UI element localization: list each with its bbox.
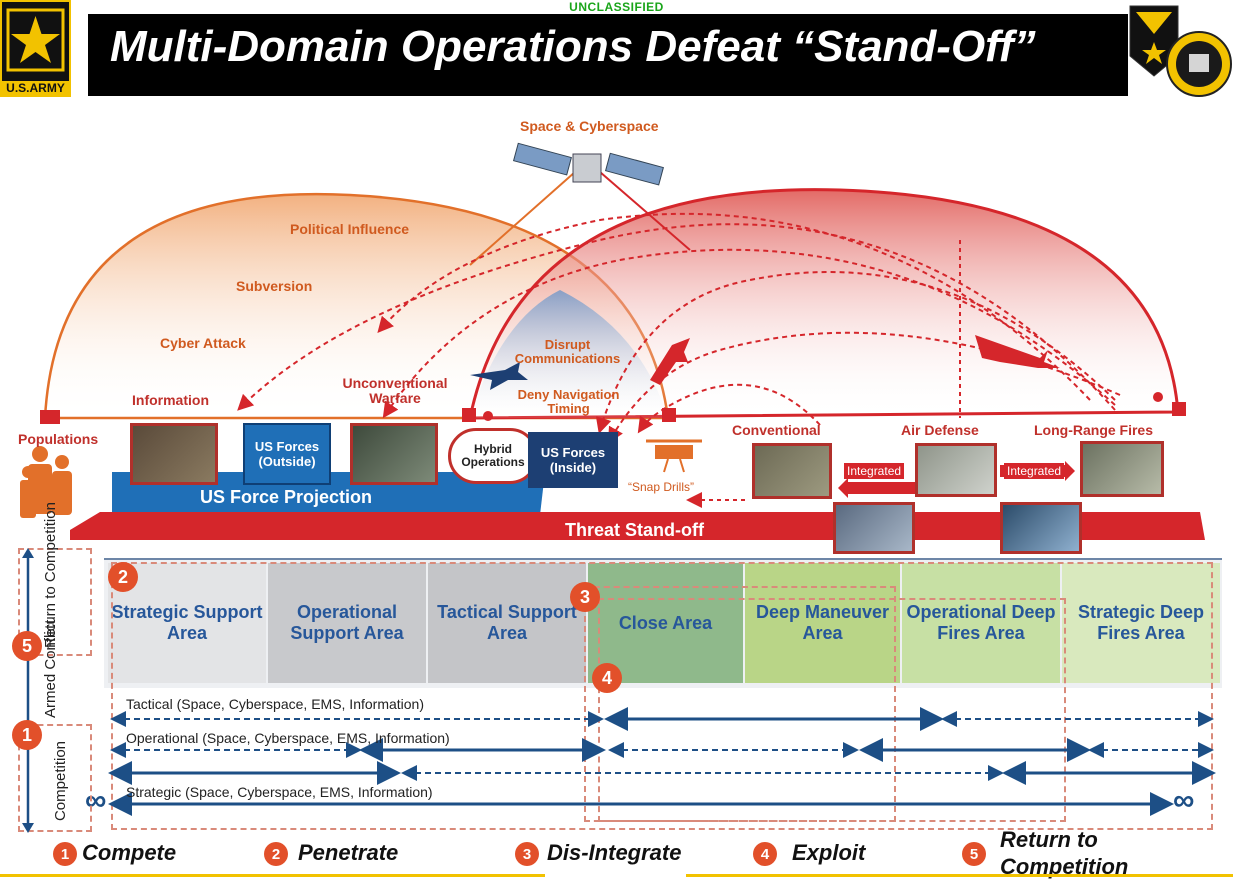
friendly-jet-icon — [470, 362, 528, 390]
phase-4-badge: 4 — [592, 663, 622, 693]
command-emblems — [1129, 5, 1232, 97]
satellite-link — [469, 171, 576, 266]
legend-return-to-competition: Return to Competition — [1000, 827, 1129, 879]
attack-arc — [595, 271, 1116, 434]
title-bar — [88, 14, 1128, 96]
subversion-label: Subversion — [236, 278, 313, 294]
phase-3-badge: 3 — [570, 582, 600, 612]
phase-5-badge: 5 — [12, 631, 42, 661]
unconventional-warfare-photo — [350, 423, 438, 485]
political-influence-label: Political Influence — [290, 221, 410, 237]
attack-arc — [382, 248, 1116, 419]
star-icon — [6, 8, 65, 72]
satellite-link — [599, 171, 691, 251]
information-label: Information — [132, 392, 209, 408]
threat-standoff-bar — [70, 512, 1205, 540]
submarine-photo — [1000, 502, 1082, 554]
bomber-icon — [975, 335, 1060, 368]
strategic-deep-fires-area: Strategic Deep Fires Area — [1062, 563, 1220, 683]
infinity-right-icon: ∞ — [1173, 784, 1195, 817]
army-seal-icon — [1166, 31, 1232, 97]
strategic-range-label: Strategic (Space, Cyberspace, EMS, Infor… — [126, 784, 433, 800]
legend-badge-2: 2 — [264, 842, 288, 866]
legend-penetrate: Penetrate — [298, 840, 399, 865]
page-title: Multi-Domain Operations Defeat “Stand-Of… — [110, 22, 1036, 71]
phase-2-badge: 2 — [108, 562, 138, 592]
hybrid-operations-cloud: Hybrid Operations — [448, 428, 538, 484]
legend-badge-3: 3 — [515, 842, 539, 866]
timeline-axis — [22, 548, 34, 833]
disrupt-communications-label: Disrupt Communications — [514, 337, 621, 366]
conventional-label: Conventional — [732, 422, 821, 438]
operational-support-area: Operational Support Area — [268, 563, 426, 683]
drone-icon — [646, 439, 702, 473]
us-force-projection-label: US Force Projection — [200, 487, 373, 507]
conventional-photo — [752, 443, 832, 499]
space-cyberspace-label: Space & Cyberspace — [520, 118, 659, 134]
attack-arc — [377, 212, 1091, 401]
dome-anchor — [40, 410, 60, 424]
integrated-label-2: Integrated — [1004, 463, 1065, 479]
air-defense-label: Air Defense — [901, 422, 979, 438]
logo-text: U.S.ARMY — [2, 81, 69, 95]
tactical-range-label: Tactical (Space, Cyberspace, EMS, Inform… — [126, 696, 425, 712]
operational-deep-fires-area: Operational Deep Fires Area — [902, 563, 1060, 683]
naval-photo — [833, 502, 915, 554]
tactical-support-area: Tactical Support Area — [428, 563, 586, 683]
operational-diagram — [20, 142, 1205, 540]
legend-exploit: Exploit — [792, 840, 866, 865]
footer-line — [0, 874, 545, 877]
classification-label: UNCLASSIFIED — [569, 0, 664, 14]
legend-badge-4: 4 — [753, 842, 777, 866]
deep-maneuver-area: Deep Maneuver Area — [745, 563, 900, 683]
populations-icon — [20, 446, 72, 518]
attack-arc — [637, 383, 821, 434]
army-logo: U.S.ARMY — [0, 0, 71, 97]
competition-box — [18, 724, 92, 832]
footer-line — [686, 874, 1233, 877]
deny-navigation-timing-label: Deny Navigation Timing — [517, 387, 620, 416]
dome-anchor — [662, 408, 676, 422]
armed-conflict-label: Armed Conflict — [42, 619, 59, 718]
air-defense-photo — [915, 443, 997, 497]
tradoc-shield-icon — [1129, 5, 1179, 77]
dome-node — [1153, 392, 1163, 402]
exploit-outline — [598, 598, 1066, 822]
snap-drills-label: “Snap Drills” — [628, 480, 695, 494]
penetrate-outline — [111, 562, 1213, 830]
legend-compete: Compete — [82, 840, 177, 865]
us-forces-inside-box: US Forces (Inside) — [528, 432, 618, 488]
dome-anchor — [1172, 402, 1186, 416]
competition-label: Competition — [52, 740, 69, 822]
range-arrows — [108, 707, 1216, 816]
unconventional-warfare-label: Unconventional Warfare — [342, 375, 448, 406]
enemy-jet-icon — [650, 338, 690, 385]
cyber-attack-label: Cyber Attack — [160, 335, 246, 351]
information-photo — [130, 423, 218, 485]
close-area: Close Area — [588, 563, 743, 683]
dome-node — [483, 411, 493, 421]
integrated-label-1: Integrated — [844, 463, 905, 479]
contested-space — [470, 290, 668, 418]
legend-dis-integrate: Dis-Integrate — [547, 840, 682, 865]
return-box — [18, 548, 92, 656]
attack-arc — [237, 223, 1116, 411]
long-range-fires-label: Long-Range Fires — [1034, 422, 1154, 438]
populations-label: Populations — [18, 431, 99, 447]
phase-1-badge: 1 — [12, 720, 42, 750]
threat-standoff-label: Threat Stand-off — [565, 520, 704, 540]
long-range-fires-photo — [1080, 441, 1164, 497]
satellite-icon — [512, 142, 664, 186]
integrated-arrow-left — [838, 478, 915, 498]
us-forces-outside-box: US Forces (Outside) — [243, 423, 331, 485]
legend-badge-5: 5 — [962, 842, 986, 866]
operational-range-label: Operational (Space, Cyberspace, EMS, Inf… — [126, 730, 450, 746]
dome-anchor — [462, 408, 476, 422]
legend-badge-1: 1 — [53, 842, 77, 866]
